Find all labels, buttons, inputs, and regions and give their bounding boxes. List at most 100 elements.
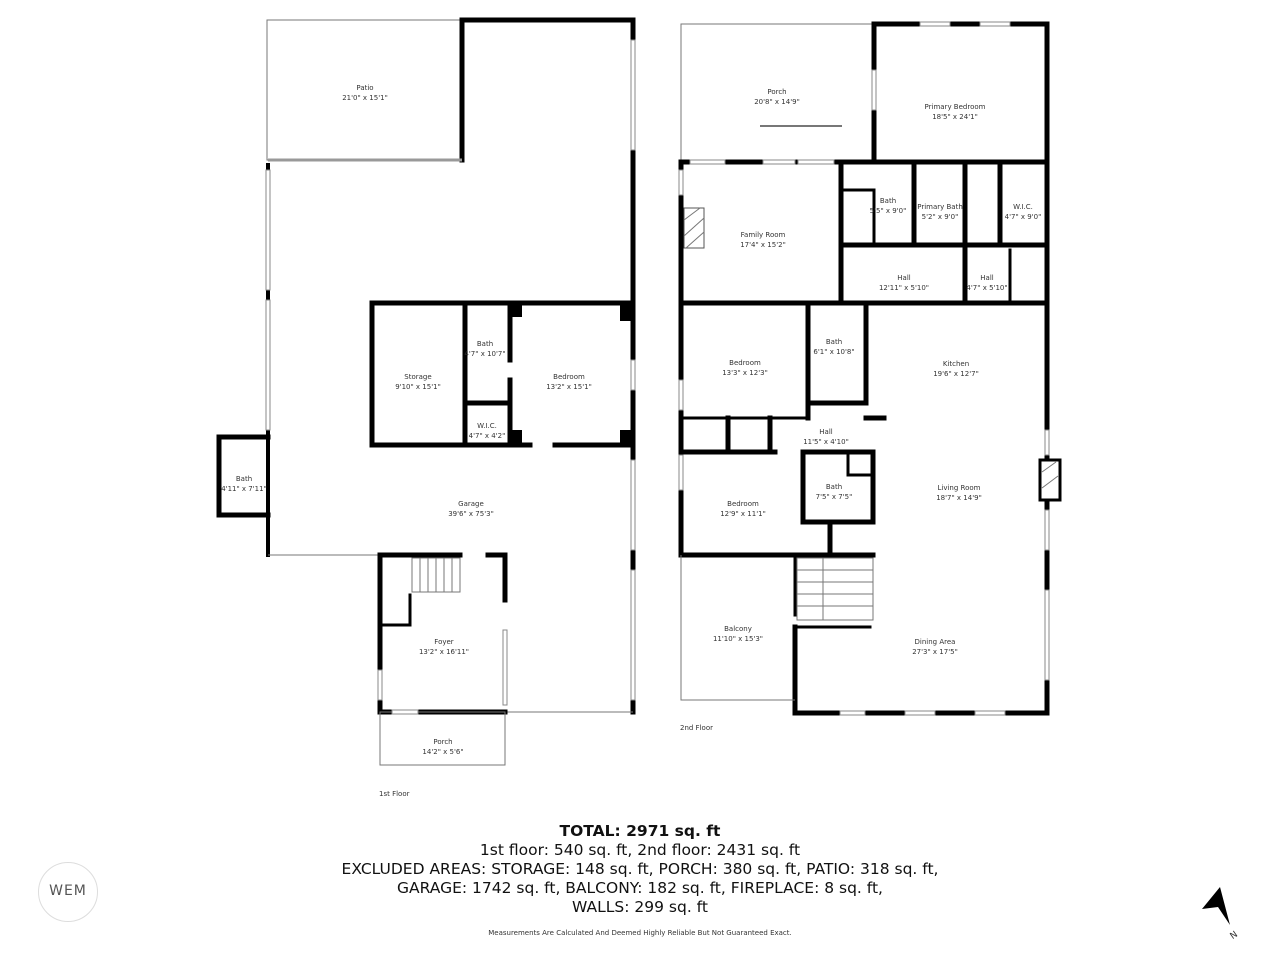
svg-text:Living Room: Living Room xyxy=(938,484,981,492)
svg-text:Kitchen: Kitchen xyxy=(943,360,969,368)
svg-text:Primary Bedroom: Primary Bedroom xyxy=(925,103,986,111)
room-label: Patio 21'0" x 15'1" xyxy=(342,84,388,102)
svg-text:12'9" x 11'1": 12'9" x 11'1" xyxy=(720,510,766,518)
second-floor-plan: Porch 20'8" x 14'9" Primary Bedroom 18'5" … xyxy=(678,21,1062,732)
room-label: Bath 5'5" x 9'0" xyxy=(870,197,907,215)
room-label: Primary Bedroom 18'5" x 24'1" xyxy=(925,103,986,121)
svg-text:Hall: Hall xyxy=(897,274,910,282)
logo-text: WEM xyxy=(49,883,87,899)
svg-text:6'1" x 10'8": 6'1" x 10'8" xyxy=(813,348,854,356)
walls-area: WALLS: 299 sq. ft xyxy=(572,898,708,916)
room-label: Family Room 17'4" x 15'2" xyxy=(740,231,786,249)
stairs-icon xyxy=(411,557,461,593)
svg-text:Porch: Porch xyxy=(767,88,786,96)
north-arrow-icon: N xyxy=(1202,887,1240,942)
excluded-areas: EXCLUDED AREAS: STORAGE: 148 sq. ft, POR… xyxy=(341,860,939,878)
svg-text:27'3" x 17'5": 27'3" x 17'5" xyxy=(912,648,958,656)
svg-text:17'4" x 15'2": 17'4" x 15'2" xyxy=(740,241,786,249)
svg-text:4'7" x 5'10": 4'7" x 5'10" xyxy=(966,284,1007,292)
svg-text:Dining Area: Dining Area xyxy=(915,638,956,646)
svg-text:12'11" x 5'10": 12'11" x 5'10" xyxy=(879,284,929,292)
svg-text:39'6" x 75'3": 39'6" x 75'3" xyxy=(448,510,494,518)
svg-text:Bath: Bath xyxy=(880,197,896,205)
room-label: Bath 7'5" x 7'5" xyxy=(816,483,853,501)
svg-text:Family Room: Family Room xyxy=(741,231,786,239)
north-label: N xyxy=(1229,930,1240,942)
svg-text:Hall: Hall xyxy=(980,274,993,282)
fireplace-icon xyxy=(1038,458,1062,502)
stairs-icon xyxy=(796,557,874,621)
svg-text:Bath: Bath xyxy=(826,338,842,346)
svg-text:Garage: Garage xyxy=(458,500,484,508)
svg-text:Storage: Storage xyxy=(404,373,431,381)
room-label: Storage 9'10" x 15'1" xyxy=(395,373,441,391)
svg-text:Foyer: Foyer xyxy=(434,638,454,646)
svg-text:11'5" x 4'10": 11'5" x 4'10" xyxy=(803,438,849,446)
svg-text:4'7" x 9'0": 4'7" x 9'0" xyxy=(1005,213,1042,221)
total-area: TOTAL: 2971 sq. ft xyxy=(559,822,721,840)
room-label: Living Room 18'7" x 14'9" xyxy=(936,484,982,502)
svg-text:W.I.C.: W.I.C. xyxy=(1013,203,1033,211)
room-label: Dining Area 27'3" x 17'5" xyxy=(912,638,958,656)
svg-text:Bath: Bath xyxy=(826,483,842,491)
svg-text:Hall: Hall xyxy=(819,428,832,436)
svg-text:18'7" x 14'9": 18'7" x 14'9" xyxy=(936,494,982,502)
room-label: Foyer 13'2" x 16'11" xyxy=(419,638,469,656)
floor-areas: 1st floor: 540 sq. ft, 2nd floor: 2431 s… xyxy=(479,841,801,859)
svg-text:4'7" x 4'2": 4'7" x 4'2" xyxy=(469,432,506,440)
svg-text:Bedroom: Bedroom xyxy=(727,500,759,508)
room-label: W.I.C. 4'7" x 9'0" xyxy=(1005,203,1042,221)
room-label: Hall 4'7" x 5'10" xyxy=(966,274,1007,292)
room-label: Porch 14'2" x 5'6" xyxy=(422,738,463,756)
svg-text:13'2" x 15'1": 13'2" x 15'1" xyxy=(546,383,592,391)
svg-text:7'5" x 7'5": 7'5" x 7'5" xyxy=(816,493,853,501)
room-label: Hall 12'11" x 5'10" xyxy=(879,274,929,292)
svg-text:13'3" x 12'3": 13'3" x 12'3" xyxy=(722,369,768,377)
svg-text:9'10" x 15'1": 9'10" x 15'1" xyxy=(395,383,441,391)
room-label: Primary Bath 5'2" x 9'0" xyxy=(917,203,963,221)
room-label: Bath 4'7" x 10'7" xyxy=(464,340,505,358)
svg-text:Bath: Bath xyxy=(477,340,493,348)
room-label: Hall 11'5" x 4'10" xyxy=(803,428,849,446)
svg-text:14'2" x 5'6": 14'2" x 5'6" xyxy=(422,748,463,756)
svg-text:W.I.C.: W.I.C. xyxy=(477,422,497,430)
svg-text:5'2" x 9'0": 5'2" x 9'0" xyxy=(922,213,959,221)
room-label: Balcony 11'10" x 15'3" xyxy=(713,625,763,643)
svg-text:Balcony: Balcony xyxy=(724,625,752,633)
floor-label: 2nd Floor xyxy=(680,724,713,732)
svg-text:20'8" x 14'9": 20'8" x 14'9" xyxy=(754,98,800,106)
svg-text:5'5" x 9'0": 5'5" x 9'0" xyxy=(870,207,907,215)
svg-text:Bedroom: Bedroom xyxy=(729,359,761,367)
disclaimer: Measurements Are Calculated And Deemed H… xyxy=(488,929,792,937)
svg-text:Bedroom: Bedroom xyxy=(553,373,585,381)
svg-text:Primary Bath: Primary Bath xyxy=(917,203,963,211)
room-label: Kitchen 19'6" x 12'7" xyxy=(933,360,979,378)
svg-text:Porch: Porch xyxy=(433,738,452,746)
svg-text:4'7" x 10'7": 4'7" x 10'7" xyxy=(464,350,505,358)
room-label: Bedroom 13'3" x 12'3" xyxy=(722,359,768,377)
svg-text:Patio: Patio xyxy=(356,84,373,92)
svg-text:13'2" x 16'11": 13'2" x 16'11" xyxy=(419,648,469,656)
floor-label: 1st Floor xyxy=(379,790,410,798)
svg-text:21'0" x 15'1": 21'0" x 15'1" xyxy=(342,94,388,102)
svg-text:11'10" x 15'3": 11'10" x 15'3" xyxy=(713,635,763,643)
room-label: Bath 6'1" x 10'8" xyxy=(813,338,854,356)
front-porch-outline xyxy=(379,711,506,766)
excluded-areas-cont: GARAGE: 1742 sq. ft, BALCONY: 182 sq. ft… xyxy=(397,879,883,897)
room-label: Bedroom 12'9" x 11'1" xyxy=(720,500,766,518)
svg-text:19'6" x 12'7": 19'6" x 12'7" xyxy=(933,370,979,378)
svg-text:4'11" x 7'11": 4'11" x 7'11" xyxy=(221,485,267,493)
company-logo: WEM xyxy=(38,862,98,922)
fireplace-icon xyxy=(683,207,705,249)
svg-text:18'5" x 24'1": 18'5" x 24'1" xyxy=(932,113,978,121)
room-label: Porch 20'8" x 14'9" xyxy=(754,88,800,106)
room-label: Bath 4'11" x 7'11" xyxy=(221,475,267,493)
svg-text:Bath: Bath xyxy=(236,475,252,483)
garage-wall xyxy=(459,17,636,715)
area-summary: TOTAL: 2971 sq. ft 1st floor: 540 sq. ft… xyxy=(0,822,1280,917)
room-label: Garage 39'6" x 75'3" xyxy=(448,500,494,518)
room-label: W.I.C. 4'7" x 4'2" xyxy=(469,422,506,440)
room-label: Bedroom 13'2" x 15'1" xyxy=(546,373,592,391)
